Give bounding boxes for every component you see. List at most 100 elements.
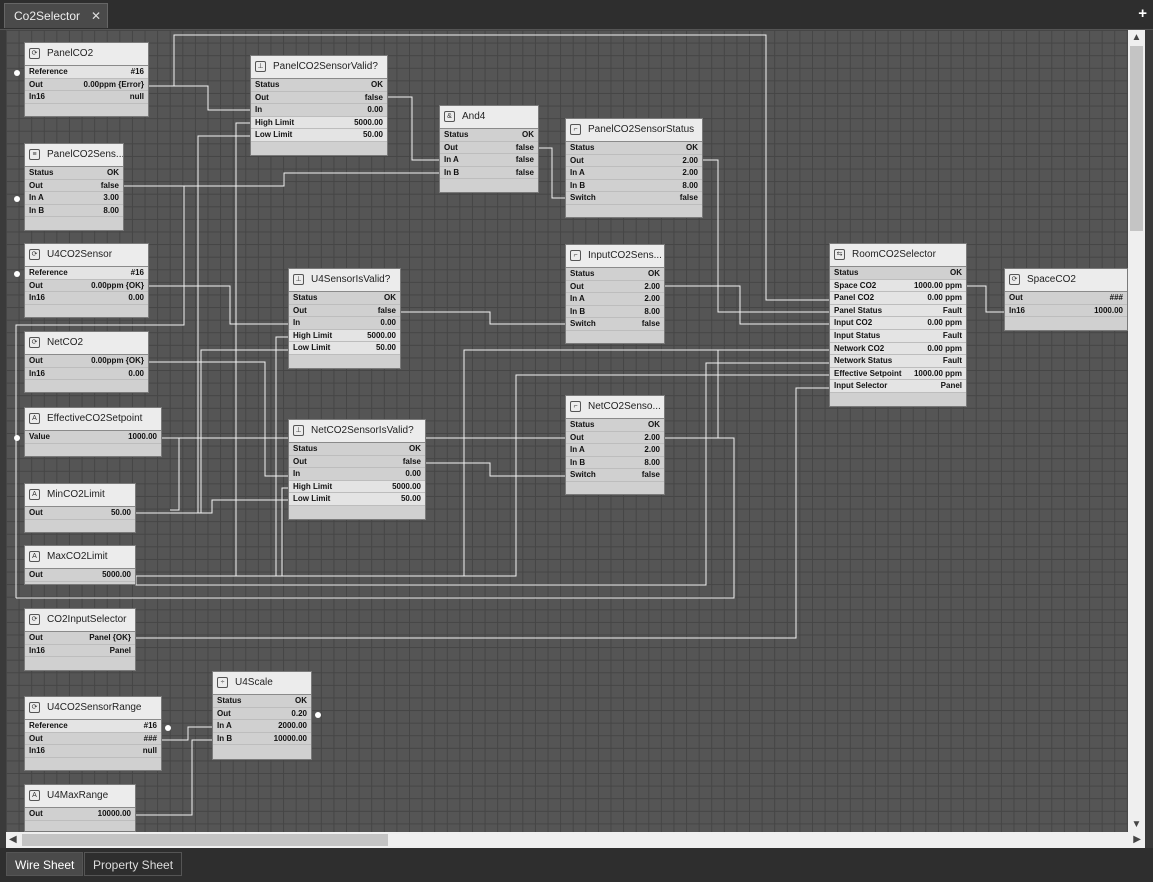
scroll-down-icon[interactable]: ▼	[1131, 819, 1142, 830]
node-u4co2sensorrange[interactable]: ⟳U4CO2SensorRange Reference#16 Out### In…	[24, 696, 162, 771]
slot-row[interactable]: Out###	[1005, 292, 1127, 305]
scroll-left-icon[interactable]: ◀	[9, 834, 17, 845]
slot-row[interactable]: Reference#16	[25, 66, 148, 79]
slot-port-dot[interactable]	[14, 70, 20, 76]
tab-co2selector[interactable]: Co2Selector ✕	[4, 3, 108, 28]
add-tab-icon[interactable]: +	[1138, 5, 1147, 22]
slot-port-dot[interactable]	[14, 196, 20, 202]
tab-wire-sheet[interactable]: Wire Sheet	[6, 852, 84, 876]
tab-property-sheet[interactable]: Property Sheet	[84, 852, 183, 876]
scroll-right-icon[interactable]: ▶	[1133, 834, 1141, 845]
slot-port-dot[interactable]	[14, 435, 20, 441]
slot-port-dot[interactable]	[165, 725, 171, 731]
slot-row[interactable]: Reference#16	[25, 267, 148, 280]
horizontal-scrollbar[interactable]: ◀ ▶	[6, 832, 1145, 848]
slot-row[interactable]: Reference#16	[25, 720, 161, 733]
vertical-scroll-thumb[interactable]	[1130, 46, 1143, 231]
slot-row[interactable]: Out###	[25, 733, 161, 746]
vertical-scrollbar[interactable]: ▲ ▼	[1128, 30, 1145, 832]
slot-port-dot[interactable]	[14, 271, 20, 277]
close-icon[interactable]: ✕	[90, 9, 101, 23]
scroll-up-icon[interactable]: ▲	[1131, 32, 1142, 43]
horizontal-scroll-thumb[interactable]	[22, 834, 388, 846]
